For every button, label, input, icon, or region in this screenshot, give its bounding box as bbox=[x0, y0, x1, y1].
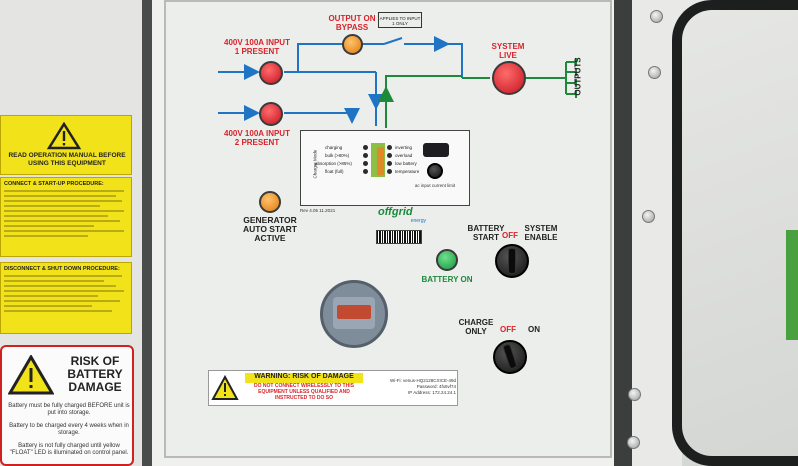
status-led bbox=[363, 161, 368, 166]
low-battery-label: low battery bbox=[395, 161, 417, 166]
logo-subtext: energy bbox=[410, 218, 426, 224]
bolt-icon bbox=[628, 388, 641, 401]
battery-risk-sticker: RISK OF BATTERY DAMAGE Battery must be f… bbox=[0, 345, 134, 466]
ac-input-label: ac input current limit bbox=[414, 183, 456, 188]
battery-start-label: BATTERY START bbox=[467, 224, 505, 242]
manual-warning-sticker: READ OPERATION MANUAL BEFORE USING THIS … bbox=[0, 115, 132, 175]
inverter-control-module: Charger Mode charging bulk (>80%) absorp… bbox=[300, 130, 470, 206]
generator-led bbox=[259, 191, 281, 213]
door-green-strip bbox=[786, 230, 798, 340]
bolt-icon bbox=[650, 10, 663, 23]
bolt-icon bbox=[648, 66, 661, 79]
door-gasket bbox=[672, 0, 798, 466]
output-bypass-label: OUTPUT ON BYPASS bbox=[328, 14, 376, 32]
risk-title: RISK OF BATTERY DAMAGE bbox=[67, 354, 123, 394]
monitor-screen bbox=[337, 305, 371, 319]
input-2-label: 400V 100A INPUT 2 PRESENT bbox=[224, 129, 290, 147]
frame-edge-right bbox=[614, 0, 632, 466]
system-enable-label: SYSTEM ENABLE bbox=[524, 224, 558, 242]
applies-note: APPLIES TO INPUT 1 ONLY bbox=[378, 12, 422, 28]
wifi-credentials: Wi-Fi: venus-HQ2128CXICE-49d Password: 4… bbox=[360, 378, 456, 396]
inverting-label: inverting bbox=[395, 145, 413, 150]
amber-indicator-strip bbox=[377, 147, 384, 175]
charge-only-switch[interactable] bbox=[493, 340, 527, 374]
overload-label: overload bbox=[395, 153, 413, 158]
logo-text: offgrid bbox=[378, 206, 413, 218]
system-enable-switch[interactable] bbox=[495, 244, 529, 278]
status-led bbox=[387, 145, 392, 150]
status-led bbox=[387, 153, 392, 158]
system-live-label: SYSTEM LIVE bbox=[491, 42, 525, 60]
risk-note-3: Battery is not fully charged until yello… bbox=[9, 443, 129, 456]
float-label: float (full) bbox=[325, 169, 344, 174]
wifi-ip: IP Address: 172.24.24.1 bbox=[408, 390, 456, 395]
disconnect-procedure-sticker: DISCONNECT & SHUT DOWN PROCEDURE: bbox=[0, 262, 132, 334]
battery-monitor-display bbox=[320, 280, 388, 348]
generator-label: GENERATOR AUTO START ACTIVE bbox=[243, 215, 297, 243]
door-window bbox=[682, 10, 798, 466]
input-1-led bbox=[259, 61, 283, 85]
risk-note-1: Battery must be fully charged BEFORE uni… bbox=[8, 403, 130, 416]
status-led bbox=[363, 153, 368, 158]
status-led bbox=[387, 161, 392, 166]
risk-note-2: Battery to be charged every 4 weeks when… bbox=[9, 423, 129, 436]
input-1-label: 400V 100A INPUT 1 PRESENT bbox=[224, 38, 290, 56]
wifi-password: Password: 4fx6vf74 bbox=[416, 384, 456, 389]
manual-warning-text: READ OPERATION MANUAL BEFORE USING THIS … bbox=[8, 152, 126, 167]
module-display bbox=[423, 143, 449, 157]
charge-only-label: CHARGE ONLY bbox=[458, 318, 494, 336]
serial-barcode bbox=[376, 230, 422, 244]
revision-label: Rev 4.05 11.2021 bbox=[300, 208, 336, 213]
wireless-warning-sticker: WARNING: RISK OF DAMAGE DO NOT CONNECT W… bbox=[208, 370, 458, 406]
battery-on-label: BATTERY ON bbox=[421, 275, 473, 284]
bolt-icon bbox=[627, 436, 640, 449]
frame-edge-left bbox=[142, 0, 154, 466]
status-led bbox=[363, 145, 368, 150]
bypass-indicator-led bbox=[342, 34, 363, 55]
warning-body: DO NOT CONNECT WIRELESSLY TO THIS EQUIPM… bbox=[254, 383, 354, 401]
input-2-led bbox=[259, 102, 283, 126]
absorption-label: absorption (>85%) bbox=[315, 161, 352, 166]
wifi-ssid: Wi-Fi: venus-HQ2128CXICE-49d bbox=[389, 378, 456, 383]
bolt-icon bbox=[642, 210, 655, 223]
bulk-label: bulk (>80%) bbox=[325, 153, 350, 158]
warning-title: WARNING: RISK OF DAMAGE bbox=[245, 373, 363, 383]
warning-triangle-icon bbox=[8, 355, 54, 395]
charging-label: charging bbox=[325, 145, 343, 150]
outputs-label: OUTPUTS bbox=[573, 57, 583, 96]
switch-off-label: OFF bbox=[502, 231, 518, 240]
charge-on-label: ON bbox=[528, 325, 540, 334]
disconnect-procedure-heading: DISCONNECT & SHUT DOWN PROCEDURE: bbox=[4, 266, 120, 272]
current-limit-knob[interactable] bbox=[427, 163, 443, 179]
connect-procedure-heading: CONNECT & START-UP PROCEDURE: bbox=[4, 181, 104, 187]
charge-off-label: OFF bbox=[500, 325, 516, 334]
connect-procedure-sticker: CONNECT & START-UP PROCEDURE: bbox=[0, 177, 132, 257]
warning-triangle-icon bbox=[211, 375, 239, 400]
left-wall: READ OPERATION MANUAL BEFORE USING THIS … bbox=[0, 0, 150, 466]
battery-on-led bbox=[436, 249, 458, 271]
temperature-label: temperature bbox=[395, 169, 420, 174]
warning-triangle-icon bbox=[47, 122, 81, 150]
system-live-led bbox=[492, 61, 526, 95]
offgrid-logo: offgrid energy bbox=[378, 206, 426, 228]
status-led bbox=[387, 169, 392, 174]
status-led bbox=[363, 169, 368, 174]
